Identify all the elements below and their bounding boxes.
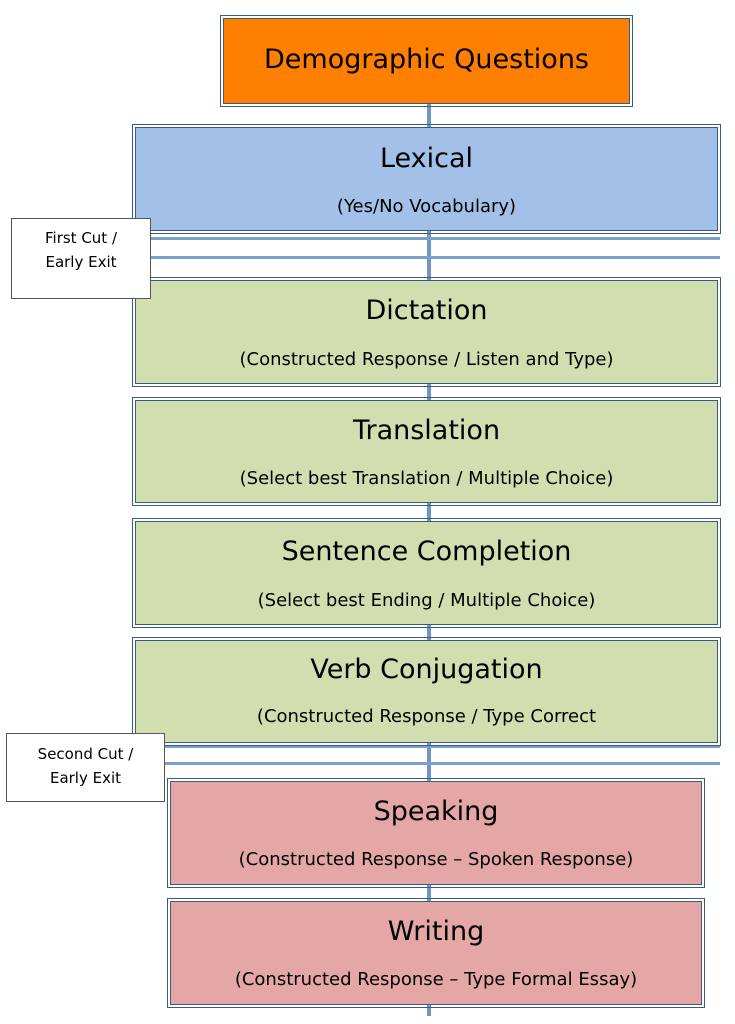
first-cut-line2: Early Exit xyxy=(45,253,117,271)
first-cut-note: First Cut / Early Exit xyxy=(11,218,151,299)
step-title: Writing xyxy=(387,916,485,947)
step-subtitle: (Constructed Response / Listen and Type) xyxy=(239,349,614,370)
step-title: Speaking xyxy=(373,796,499,827)
first-cut-line-upper xyxy=(150,237,720,240)
second-cut-note: Second Cut / Early Exit xyxy=(6,733,165,802)
step-subtitle: (Select best Ending / Multiple Choice) xyxy=(257,590,596,611)
step-speaking: Speaking (Constructed Response – Spoken … xyxy=(167,778,705,888)
second-cut-line-upper xyxy=(164,745,720,748)
step-verb-conjugation: Verb Conjugation (Constructed Response /… xyxy=(132,637,721,746)
step-title: Sentence Completion xyxy=(281,536,572,567)
step-title: Translation xyxy=(352,415,501,446)
step-title: Lexical xyxy=(379,143,474,174)
first-cut-line-lower xyxy=(150,256,720,259)
step-dictation: Dictation (Constructed Response / Listen… xyxy=(132,277,721,387)
step-subtitle: (Select best Translation / Multiple Choi… xyxy=(239,468,614,489)
step-writing: Writing (Constructed Response – Type For… xyxy=(167,898,705,1008)
step-subtitle: (Constructed Response – Spoken Response) xyxy=(238,849,634,870)
second-cut-line-lower xyxy=(164,762,720,765)
step-translation: Translation (Select best Translation / M… xyxy=(132,397,721,506)
step-title: Verb Conjugation xyxy=(310,654,543,685)
step-demographic-questions: Demographic Questions xyxy=(220,15,633,107)
first-cut-line1: First Cut / xyxy=(44,229,118,247)
step-subtitle: (Yes/No Vocabulary) xyxy=(336,196,517,217)
step-lexical: Lexical (Yes/No Vocabulary) xyxy=(132,124,721,234)
second-cut-line1: Second Cut / xyxy=(37,745,134,763)
step-subtitle: (Constructed Response – Type Formal Essa… xyxy=(234,969,638,990)
step-title: Demographic Questions xyxy=(263,44,589,75)
second-cut-line2: Early Exit xyxy=(49,769,122,787)
step-title: Dictation xyxy=(365,295,488,326)
step-subtitle: (Constructed Response / Type Correct xyxy=(256,706,597,727)
step-sentence-completion: Sentence Completion (Select best Ending … xyxy=(132,518,721,628)
